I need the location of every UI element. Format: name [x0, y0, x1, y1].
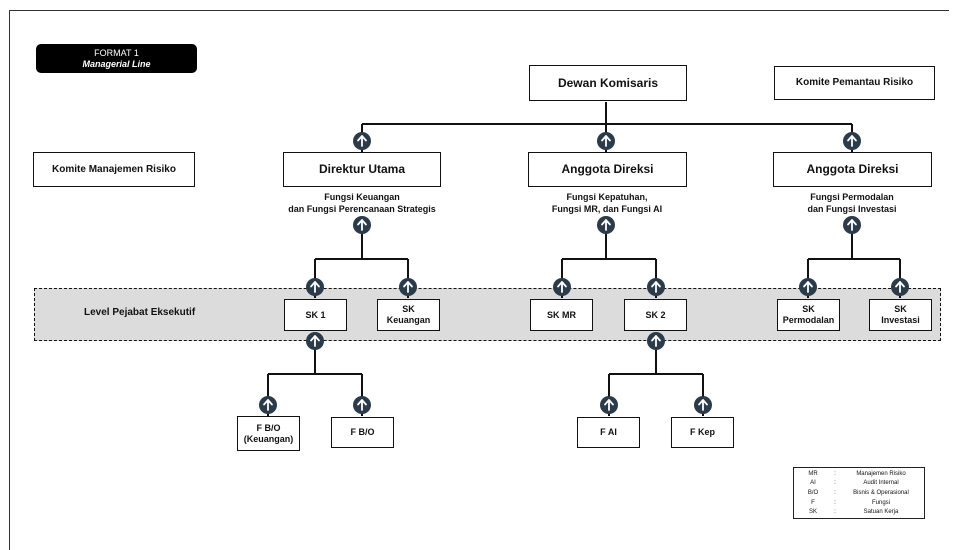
- arrow-up-icon: [259, 396, 277, 414]
- legend-table: MR: Manajemen Risiko AI: Audit Internal B/…: [793, 467, 925, 519]
- arrow-up-icon: [353, 396, 371, 414]
- page-frame: [9, 10, 949, 550]
- box-sk-keuangan: SK Keuangan: [377, 299, 440, 331]
- legend-value: Fungsi: [871, 499, 890, 506]
- box-f-kep: F Kep: [671, 417, 734, 448]
- arrow-up-icon: [597, 216, 615, 234]
- box-sk-mr: SK MR: [530, 299, 593, 331]
- box-direktur-utama: Direktur Utama: [283, 152, 441, 187]
- box-f-bo: F B/O: [331, 417, 394, 448]
- legend-sep: :: [834, 499, 836, 506]
- legend-value: Bisnis & Operasional: [853, 489, 909, 496]
- arrow-up-icon: [647, 332, 665, 350]
- arrow-up-icon: [647, 278, 665, 296]
- format-title: FORMAT 1: [94, 48, 139, 58]
- legend-row: B/O: Bisnis & Operasional: [796, 488, 922, 498]
- caption-anggota-direksi-1: Fungsi Kepatuhan, Fungsi MR, dan Fungsi …: [551, 192, 663, 214]
- format-subtitle: Managerial Line: [82, 59, 151, 69]
- box-dewan-komisaris: Dewan Komisaris: [529, 65, 687, 101]
- legend-value: Manajemen Risiko: [856, 470, 906, 477]
- arrow-up-icon: [306, 332, 324, 350]
- legend-sep: :: [834, 509, 836, 516]
- box-sk-permodalan: SK Permodalan: [777, 299, 840, 331]
- arrow-up-icon: [891, 278, 909, 296]
- legend-row: F: Fungsi: [796, 498, 922, 508]
- caption-anggota-direksi-2: Fungsi Permodalan dan Fungsi Investasi: [807, 192, 897, 214]
- arrow-up-icon: [843, 132, 861, 150]
- arrow-up-icon: [799, 278, 817, 296]
- legend-key: SK: [808, 509, 817, 516]
- arrow-up-icon: [353, 132, 371, 150]
- legend-sep: :: [834, 470, 836, 477]
- legend-row: AI: Audit Internal: [796, 479, 922, 489]
- box-sk-investasi: SK Investasi: [869, 299, 932, 331]
- arrow-up-icon: [600, 396, 618, 414]
- box-f-bo-keuangan: F B/O (Keuangan): [237, 416, 300, 451]
- legend-sep: :: [834, 489, 836, 496]
- box-anggota-direksi-2: Anggota Direksi: [773, 152, 932, 187]
- box-komite-manajemen-risiko: Komite Manajemen Risiko: [33, 152, 195, 187]
- arrow-up-icon: [353, 216, 371, 234]
- arrow-up-icon: [306, 278, 324, 296]
- arrow-up-icon: [694, 396, 712, 414]
- box-anggota-direksi-1: Anggota Direksi: [528, 152, 687, 187]
- legend-value: Satuan Kerja: [863, 509, 899, 516]
- band-label: Level Pejabat Eksekutif: [84, 307, 196, 318]
- legend-sep: :: [834, 480, 836, 487]
- box-komite-pemantau-risiko: Komite Pemantau Risiko: [774, 66, 935, 100]
- arrow-up-icon: [597, 132, 615, 150]
- format-badge: FORMAT 1 Managerial Line: [36, 44, 197, 73]
- legend-key: F: [811, 499, 815, 506]
- arrow-up-icon: [553, 278, 571, 296]
- caption-direktur-utama: Fungsi Keuangan dan Fungsi Perencanaan S…: [288, 192, 436, 214]
- box-f-ai: F AI: [577, 417, 640, 448]
- legend-value: Audit Internal: [863, 480, 899, 487]
- legend-row: SK: Satuan Kerja: [796, 507, 922, 517]
- legend-key: AI: [810, 480, 816, 487]
- box-sk-2: SK 2: [624, 299, 687, 331]
- legend-key: MR: [808, 470, 818, 477]
- arrow-up-icon: [399, 278, 417, 296]
- box-sk-1: SK 1: [284, 299, 347, 331]
- legend-key: B/O: [807, 489, 819, 496]
- legend-row: MR: Manajemen Risiko: [796, 469, 922, 479]
- arrow-up-icon: [843, 216, 861, 234]
